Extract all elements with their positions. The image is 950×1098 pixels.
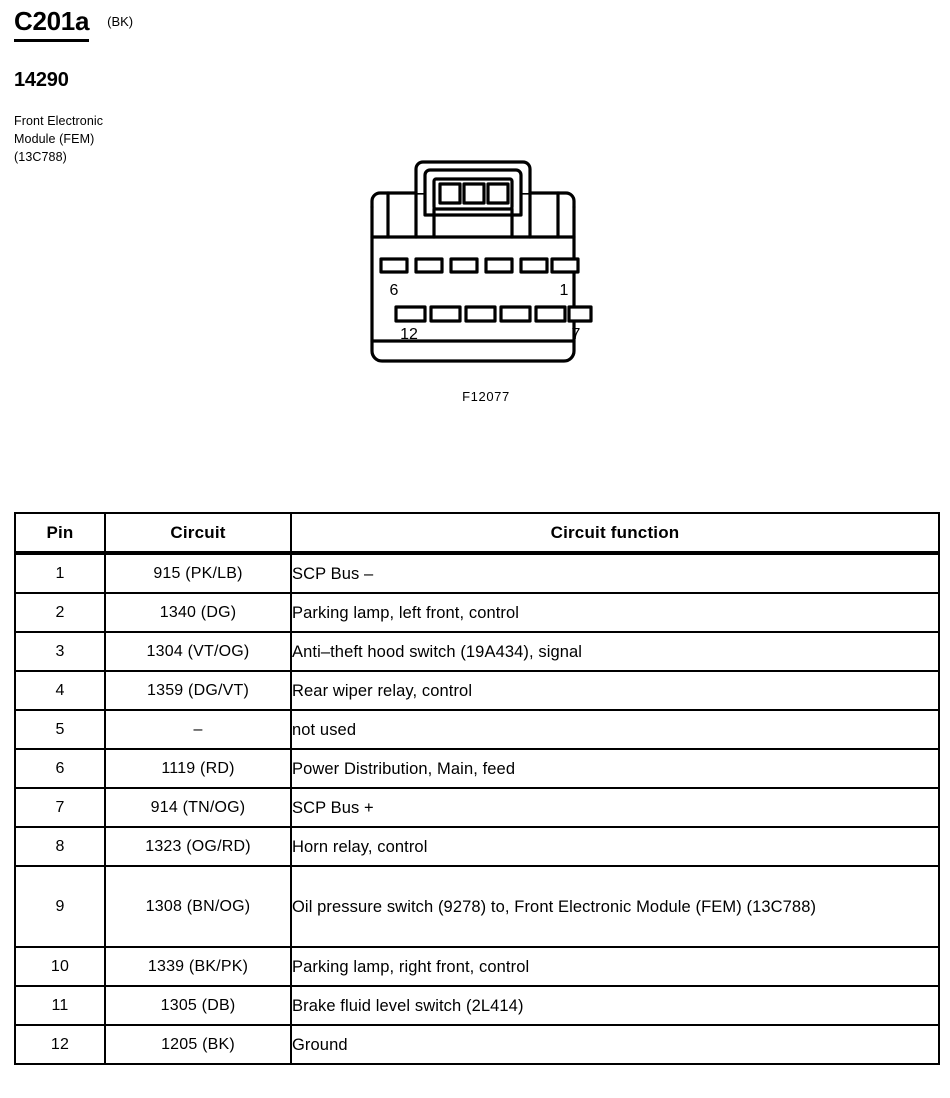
cell-pin: 11: [14, 985, 106, 1026]
connector-color-code: (BK): [107, 14, 134, 29]
cell-circuit-function: SCP Bus +: [290, 787, 940, 828]
cell-pin: 2: [14, 592, 106, 633]
column-header-circuit: Circuit: [104, 512, 292, 555]
cell-circuit-function: Ground: [290, 1024, 940, 1065]
cavity-top-2: [414, 257, 444, 274]
latch-segment-3: [486, 182, 510, 205]
cell-circuit-function: Horn relay, control: [290, 826, 940, 867]
connector-figure: 6 1 12 7 F12077: [352, 155, 612, 404]
cavity-top-6: [550, 257, 580, 274]
cell-pin: 9: [14, 865, 106, 948]
connector-header-block: C201a (BK) 14290 Front Electronic Module…: [14, 7, 344, 166]
cell-circuit-function: SCP Bus –: [290, 552, 940, 594]
cell-circuit: 1304 (VT/OG): [104, 631, 292, 672]
cell-pin: 10: [14, 946, 106, 987]
cell-circuit-function: not used: [290, 709, 940, 750]
cell-circuit-function: Oil pressure switch (9278) to, Front Ele…: [290, 865, 940, 948]
figure-reference-code: F12077: [462, 389, 510, 404]
cell-circuit: 914 (TN/OG): [104, 787, 292, 828]
cell-circuit: 1305 (DB): [104, 985, 292, 1026]
pin-label-top-left: 6: [390, 282, 399, 299]
component-description-line-1: Front Electronic: [14, 114, 104, 129]
cavity-bottom-5: [534, 305, 567, 323]
cell-pin: 7: [14, 787, 106, 828]
cell-pin: 4: [14, 670, 106, 711]
latch-segment-2: [462, 182, 486, 205]
cell-pin: 3: [14, 631, 106, 672]
cell-circuit-function: Rear wiper relay, control: [290, 670, 940, 711]
cell-pin: 1: [14, 552, 106, 594]
table-row: 5–not used: [14, 709, 940, 750]
cell-circuit: 1205 (BK): [104, 1024, 292, 1065]
cell-circuit: 1339 (BK/PK): [104, 946, 292, 987]
connector-id-heading: C201a: [14, 7, 89, 43]
cell-circuit: 1340 (DG): [104, 592, 292, 633]
pin-label-bottom-left: 12: [400, 326, 418, 343]
pin-label-top-right: 1: [560, 282, 569, 299]
table-header: Pin Circuit Circuit function: [14, 512, 940, 555]
cell-circuit-function: Parking lamp, left front, control: [290, 592, 940, 633]
column-header-pin: Pin: [14, 512, 106, 555]
cell-circuit-function: Brake fluid level switch (2L414): [290, 985, 940, 1026]
cell-pin: 8: [14, 826, 106, 867]
cavity-top-1: [379, 257, 409, 274]
cell-circuit-function: Anti–theft hood switch (19A434), signal: [290, 631, 940, 672]
cavity-bottom-3: [464, 305, 497, 323]
cell-pin: 5: [14, 709, 106, 750]
connector-face-view-diagram: 6 1 12 7: [370, 160, 593, 363]
cavity-bottom-1: [394, 305, 427, 323]
cavity-top-5: [519, 257, 549, 274]
cell-pin: 6: [14, 748, 106, 789]
cell-circuit: –: [104, 709, 292, 750]
cell-circuit: 915 (PK/LB): [104, 552, 292, 594]
cell-pin: 12: [14, 1024, 106, 1065]
cell-circuit: 1308 (BN/OG): [104, 865, 292, 948]
cell-circuit-function: Parking lamp, right front, control: [290, 946, 940, 987]
cavity-top-3: [449, 257, 479, 274]
column-header-function: Circuit function: [290, 512, 940, 555]
part-number: 14290: [14, 69, 69, 92]
cavity-bottom-4: [499, 305, 532, 323]
connector-left-shoulder: [370, 191, 432, 209]
component-description-line-2: Module (FEM): [14, 132, 95, 147]
cavity-bottom-2: [429, 305, 462, 323]
component-description: Front Electronic Module (FEM) (13C788): [14, 112, 344, 166]
cell-circuit: 1323 (OG/RD): [104, 826, 292, 867]
cell-circuit-function: Power Distribution, Main, feed: [290, 748, 940, 789]
cavity-top-4: [484, 257, 514, 274]
cell-circuit: 1359 (DG/VT): [104, 670, 292, 711]
pin-label-bottom-right: 7: [572, 326, 581, 343]
table-header-row: Pin Circuit Circuit function: [14, 512, 940, 555]
cavity-bottom-6: [567, 305, 593, 323]
cell-circuit: 1119 (RD): [104, 748, 292, 789]
connector-right-shoulder: [516, 191, 576, 209]
connector-title-row: C201a (BK): [14, 7, 344, 43]
component-description-line-3: (13C788): [14, 150, 67, 165]
latch-segment-1: [438, 182, 462, 205]
